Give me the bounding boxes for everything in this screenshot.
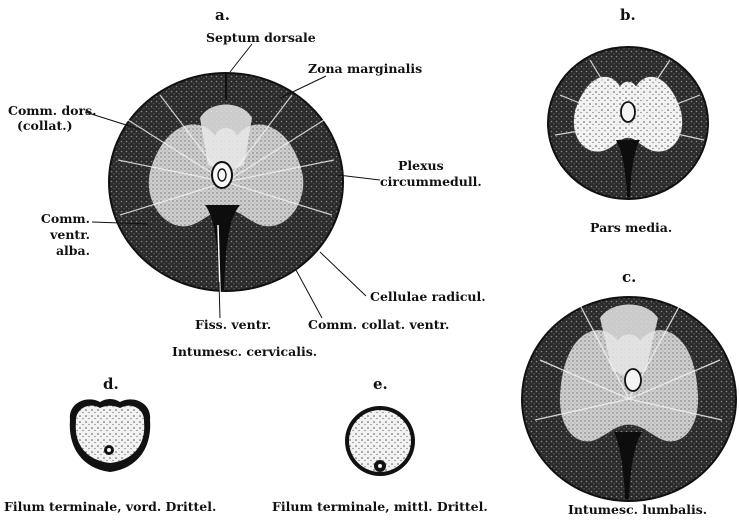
label-cellulae-radicul: Cellulae radicul.: [370, 290, 486, 304]
section-b-pars-media: [548, 47, 708, 199]
caption-c: Intumesc. lumbalis.: [568, 502, 707, 517]
label-septum-dorsale: Septum dorsale: [206, 31, 316, 45]
section-a-cervical: [109, 73, 343, 292]
label-comm-collat-ventr: Comm. collat. ventr.: [308, 318, 449, 332]
section-d-filum-vord: [70, 399, 150, 472]
label-zona-marginalis: Zona marginalis: [308, 62, 422, 76]
caption-a: Intumesc. cervicalis.: [172, 344, 317, 359]
panel-d-letter: d.: [103, 375, 119, 393]
panel-c-letter: c.: [622, 268, 636, 286]
section-e-filum-mittl: [345, 406, 415, 476]
panel-a-letter: a.: [215, 6, 230, 24]
label-collat: (collat.): [17, 119, 73, 133]
label-ventr: ventr.: [36, 228, 90, 242]
panel-b-letter: b.: [620, 6, 636, 24]
caption-d: Filum terminale, vord. Drittel.: [4, 499, 216, 514]
label-comm: Comm.: [36, 212, 90, 226]
label-circummedull: circummedull.: [380, 175, 482, 189]
panel-e-letter: e.: [373, 375, 388, 393]
label-plexus: Plexus: [398, 159, 444, 173]
caption-b: Pars media.: [590, 220, 672, 235]
label-comm-dors: Comm. dors.: [8, 104, 97, 118]
caption-e: Filum terminale, mittl. Drittel.: [272, 499, 488, 514]
label-alba: alba.: [36, 244, 90, 258]
section-c-lumbar: [522, 297, 736, 501]
label-fiss-ventr: Fiss. ventr.: [195, 318, 271, 332]
